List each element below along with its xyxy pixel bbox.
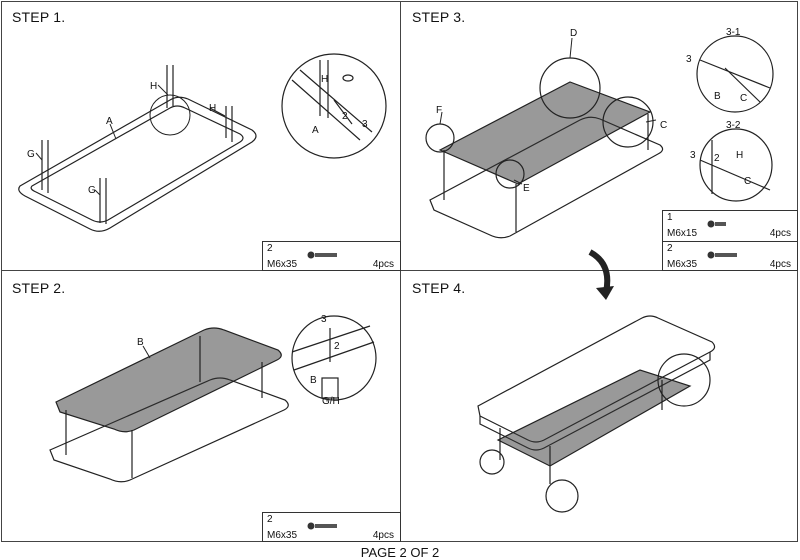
step3-drawing: D F C E 3-1 3 B C 3-2 3 2 H C <box>425 27 774 239</box>
arrow-head <box>596 286 614 300</box>
step3-label-D: D <box>570 28 577 39</box>
page-footer: PAGE 2 OF 2 <box>360 545 440 560</box>
step1-detail-H: H <box>321 74 328 85</box>
step3-label-32-H: H <box>736 150 743 161</box>
part-num: 2 <box>267 243 273 254</box>
step1-detail-A: A <box>312 125 319 136</box>
step2-label-B: B <box>137 337 144 348</box>
step4-drawing <box>477 249 716 513</box>
step1-label-H1: H <box>150 81 157 92</box>
part-code: M6x15 <box>667 228 698 239</box>
step2-title: STEP 2. <box>12 280 66 296</box>
step1-frame <box>18 65 257 232</box>
step3-cart <box>425 57 664 239</box>
step3-part-row-1: 1 M6x15 4pcs <box>663 211 797 241</box>
step1-label-H2: H <box>209 103 216 114</box>
step3-label-32: 3-2 <box>726 120 741 131</box>
step1-detail <box>281 53 387 159</box>
part-qty: 4pcs <box>769 259 791 270</box>
step2-detail-GH: G/H <box>322 396 340 407</box>
step3-label-C: C <box>660 120 667 131</box>
step2-part-row: 2 M6x35 4pcs <box>263 513 400 543</box>
part-qty: 4pcs <box>372 530 394 541</box>
part-num: 1 <box>667 212 673 223</box>
step3-label-32-3: 3 <box>690 150 696 161</box>
step2-table <box>49 327 289 483</box>
step3-detail-31 <box>696 35 774 113</box>
bolt-icon <box>307 522 337 530</box>
step1-drawing: H H A G G H A 2 3 <box>18 53 387 232</box>
step1-detail-3: 3 <box>362 119 368 130</box>
step3-part-row-2: 2 M6x35 4pcs <box>663 241 797 272</box>
part-qty: 4pcs <box>769 228 791 239</box>
step3-label-E: E <box>523 183 530 194</box>
step3-label-31-B: B <box>714 91 721 102</box>
step3-label-31-3: 3 <box>686 54 692 65</box>
step3-label-31-C: C <box>740 93 747 104</box>
part-num: 2 <box>267 514 273 525</box>
step3-leaders <box>439 37 657 185</box>
divider-vertical <box>400 1 401 542</box>
step4-title: STEP 4. <box>412 280 466 296</box>
step3-label-32-2: 2 <box>714 153 720 164</box>
step3-title: STEP 3. <box>412 9 466 25</box>
step4-cart <box>477 315 716 513</box>
step1-label-A: A <box>106 116 113 127</box>
step2-detail-B: B <box>310 375 317 386</box>
step3-parts: 1 M6x15 4pcs 2 M6x35 4pcs <box>662 210 798 271</box>
part-code: M6x35 <box>267 259 298 270</box>
bolt-icon <box>707 220 726 228</box>
step1-title: STEP 1. <box>12 9 66 25</box>
step2-leader-B <box>142 345 151 359</box>
step1-parts: 2 M6x35 4pcs <box>262 241 401 271</box>
step1-label-G1: G <box>27 149 35 160</box>
part-code: M6x35 <box>667 259 698 270</box>
bolt-icon <box>307 251 337 259</box>
step1-detail-2: 2 <box>342 111 348 122</box>
step1-label-G2: G <box>88 185 96 196</box>
step2-drawing: B 3 2 B G/H <box>49 314 377 483</box>
step2-detail-2: 2 <box>334 341 340 352</box>
bolt-icon <box>707 251 737 259</box>
part-qty: 4pcs <box>372 259 394 270</box>
step3-label-F: F <box>436 105 442 116</box>
step2-detail <box>291 315 377 401</box>
step2-detail-3: 3 <box>321 314 327 325</box>
step1-part-row: 2 M6x35 4pcs <box>263 242 400 272</box>
step3-label-32-C: C <box>744 176 751 187</box>
step3-label-31: 3-1 <box>726 27 741 38</box>
part-num: 2 <box>667 243 673 254</box>
step2-parts: 2 M6x35 4pcs <box>262 512 401 542</box>
step1-leaders <box>35 84 226 196</box>
step3-detail-32 <box>699 128 773 202</box>
part-code: M6x35 <box>267 530 298 541</box>
